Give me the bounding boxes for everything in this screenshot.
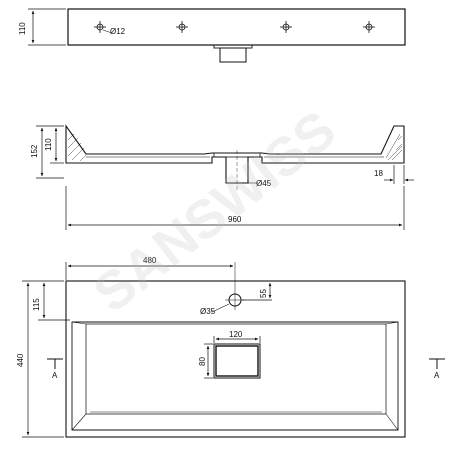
top-height-dimension [28,8,66,46]
tap-from-edge-dimension [38,282,70,321]
overall-width-dimension [65,186,405,230]
plan-view: Ø35 480 55 115 440 12 [16,256,445,438]
tap-offset-dimension [65,262,234,280]
tap-hole-offset-label: 55 [259,289,268,298]
top-view-drain [213,44,253,63]
tap-hole-icon [225,262,245,310]
drain-height-label: 80 [198,357,207,366]
section-label-right: A [434,371,440,380]
total-height-label: 152 [30,144,39,158]
hole-diameter-label: Ø12 [110,27,126,36]
mounting-hole-icon [176,21,188,33]
watermark: SANSWISS [83,100,347,325]
tap-offset-label: 480 [143,256,157,265]
drain-width-label: 120 [229,330,243,339]
section-marker-left [47,358,63,369]
rim-dimension [384,165,414,184]
drain-height-dimension [204,343,213,379]
plan-outer-outline [65,280,406,438]
depth-label: 440 [16,353,25,367]
drain-outline [213,343,261,379]
top-height-label: 110 [18,22,27,35]
tap-hole-offset-dimension [242,282,272,301]
top-view: Ø12 110 [18,8,406,63]
overall-width-label: 960 [228,215,242,224]
tap-from-edge-label: 115 [32,298,41,311]
drain-width-dimension [213,336,261,343]
depth-dimension [22,280,64,438]
section-label-left: A [52,371,58,380]
mounting-hole-icon [280,21,292,33]
section-marker-right [429,358,445,369]
side-height-dimensions [36,125,64,179]
tap-hole-diameter-label: Ø35 [200,307,216,316]
mounting-hole-icon [94,21,106,33]
section-hatching [67,133,403,162]
rim-width-label: 18 [374,169,383,178]
basin-height-label: 110 [44,138,53,151]
side-section: Ø45 152 110 18 960 [30,124,414,230]
drain-diameter-label: Ø45 [256,179,272,188]
mounting-hole-icon [363,21,375,33]
